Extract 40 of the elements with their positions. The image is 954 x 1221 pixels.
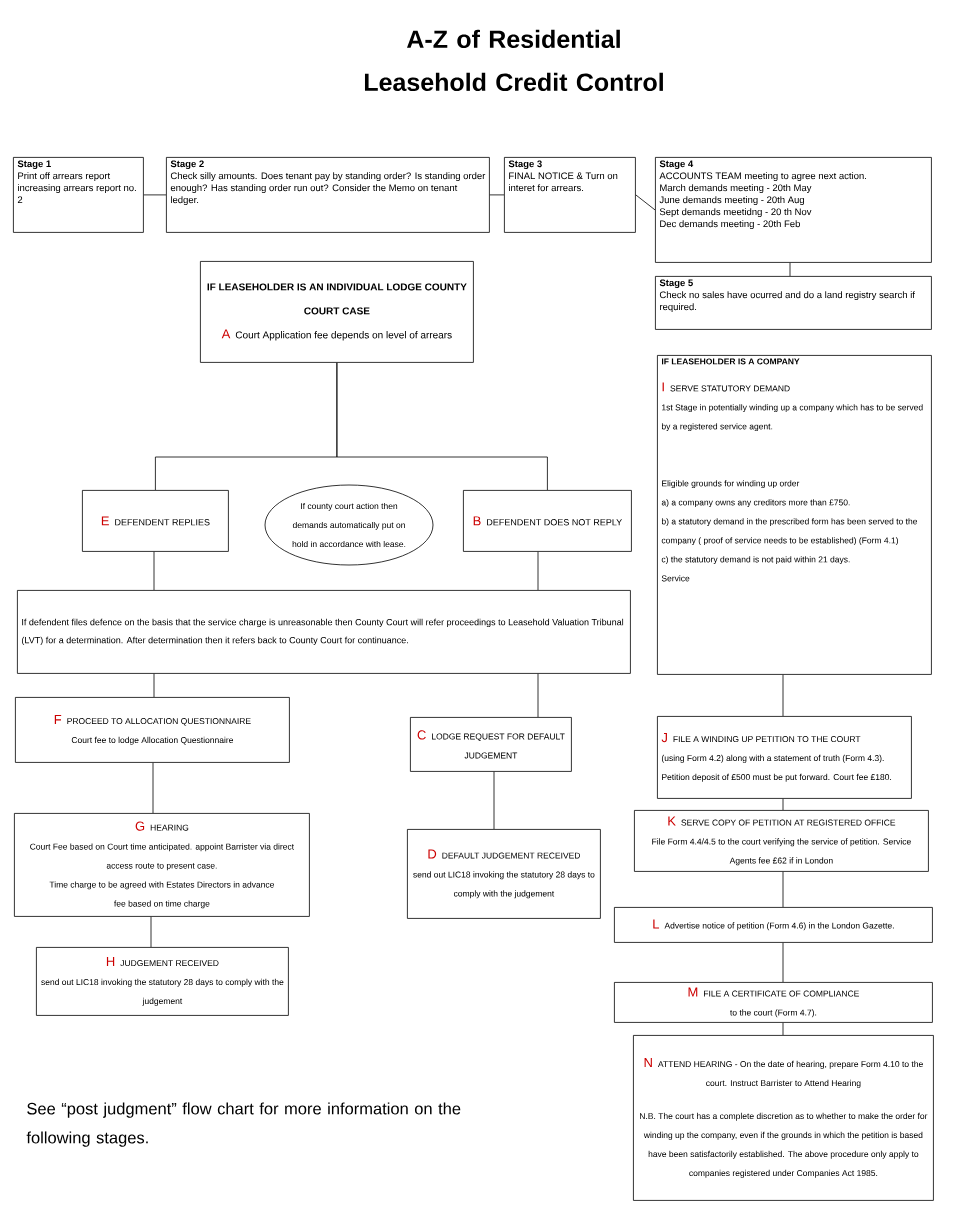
connector-line	[150, 916, 152, 948]
connector-line	[493, 771, 495, 830]
connector-line	[152, 762, 154, 814]
connector-line	[153, 673, 155, 698]
connector-line	[153, 551, 155, 591]
stage-box: Stage 5 Check no sales have ocurred and do a land registry search if required.	[655, 276, 932, 330]
connector-line	[782, 674, 784, 717]
process-box: K SERVE COPY OF PETITION AT REGISTERED OFFICE File Form 4.4/4.5 to the court verifying the service of petition. Service Agents fee £62 if in London	[634, 810, 929, 872]
process-box: E DEFENDENT REPLIES	[82, 490, 229, 552]
stage-box: Stage 1 Print off arrears report increasing arrears report no. 2	[13, 157, 144, 233]
process-box: H JUDGEMENT RECEIVED send out LIC18 invoking the statutory 28 days to comply with the judgement	[36, 947, 289, 1016]
process-box: N ATTEND HEARING - On the date of hearing, prepare Form 4.10 to the court. Instruct Barrister to Attend Hearing N.B. The court has a complete discretion as to whether to make the order for winding up the company, even if the grounds in which the petition is based have been satisfactorily established. The above procedure only apply to companies registered under Companies Act 1985.	[633, 1035, 934, 1201]
process-box: F PROCEED TO ALLOCATION QUESTIONNAIRE Court fee to lodge Allocation Questionnaire	[15, 697, 290, 763]
process-box: IF LEASEHOLDER IS AN INDIVIDUAL LODGE COUNTY COURT CASE A Court Application fee depends on level of arrears	[200, 261, 474, 363]
connector-line	[782, 1022, 784, 1036]
connector-line	[789, 262, 791, 277]
process-box: J FILE A WINDING UP PETITION TO THE COURT (using Form 4.2) along with a statement of truth (Form 4.3). Petition deposit of £500 must be put forward. Court fee £180.	[657, 716, 912, 799]
connector-line	[489, 194, 505, 196]
process-box: G HEARING Court Fee based on Court time anticipated. appoint Barrister via direct access route to present case. Time charge to be agreed with Estates Directors in advance fee based on time charge	[14, 813, 310, 917]
process-box: L Advertise notice of petition (Form 4.6) in the London Gazette.	[614, 907, 933, 943]
stage-box: Stage 2 Check silly amounts. Does tenant pay by standing order? Is standing order enough? Has standing order run out? Consider the Memo on tenant ledger.	[166, 157, 490, 233]
process-box: B DEFENDENT DOES NOT REPLY	[463, 490, 632, 552]
process-box: D DEFAULT JUDGEMENT RECEIVED send out LIC18 invoking the statutory 28 days to comply with the judgement	[407, 829, 601, 919]
stage-box: Stage 3 FINAL NOTICE & Turn on interet for arrears.	[504, 157, 636, 233]
note-box: If defendent files defence on the basis that the service charge is unreasonable then County Court will refer proceedings to Leasehold Valuation Tribunal (LVT) for a determination. After determination then it refers back to County Court for continuance.	[17, 590, 631, 674]
connector-line	[782, 798, 784, 811]
connector-line	[782, 942, 784, 983]
ellipse-note: If county court action then demands automatically put on hold in accordance with lease.	[264, 484, 434, 566]
title: A-Z of Residential Leasehold Credit Control	[365, 29, 663, 92]
connector-line	[336, 362, 548, 491]
process-box: M FILE A CERTIFICATE OF COMPLIANCE to the court (Form 4.7).	[614, 982, 933, 1023]
process-box: IF LEASEHOLDER IS A COMPANY I SERVE STATUTORY DEMAND 1st Stage in potentially winding up a company which has to be served by a registered service agent. Eligible grounds for winding up order a) a company owns any creditors more than £750. b) a statutory demand in the prescribed form has been served to the company ( proof of service needs to be established) (Form 4.1) c) the statutory demand is not paid within 21 days. Service	[657, 355, 932, 675]
connector-line	[782, 871, 784, 908]
connector-line	[143, 194, 167, 196]
stage-box: Stage 4 ACCOUNTS TEAM meeting to agree next action. March demands meeting - 20th May June demands meeting - 20th Aug Sept demands meetidng - 20 th Nov Dec demands meeting - 20th Feb	[655, 157, 932, 263]
footnote: See “post judgment” flow chart for more information on the following stages.	[26, 1102, 461, 1147]
process-box: C LODGE REQUEST FOR DEFAULT JUDGEMENT	[410, 717, 572, 772]
connector-line	[537, 551, 539, 591]
connector-line	[635, 194, 656, 211]
connector-line	[537, 673, 539, 718]
